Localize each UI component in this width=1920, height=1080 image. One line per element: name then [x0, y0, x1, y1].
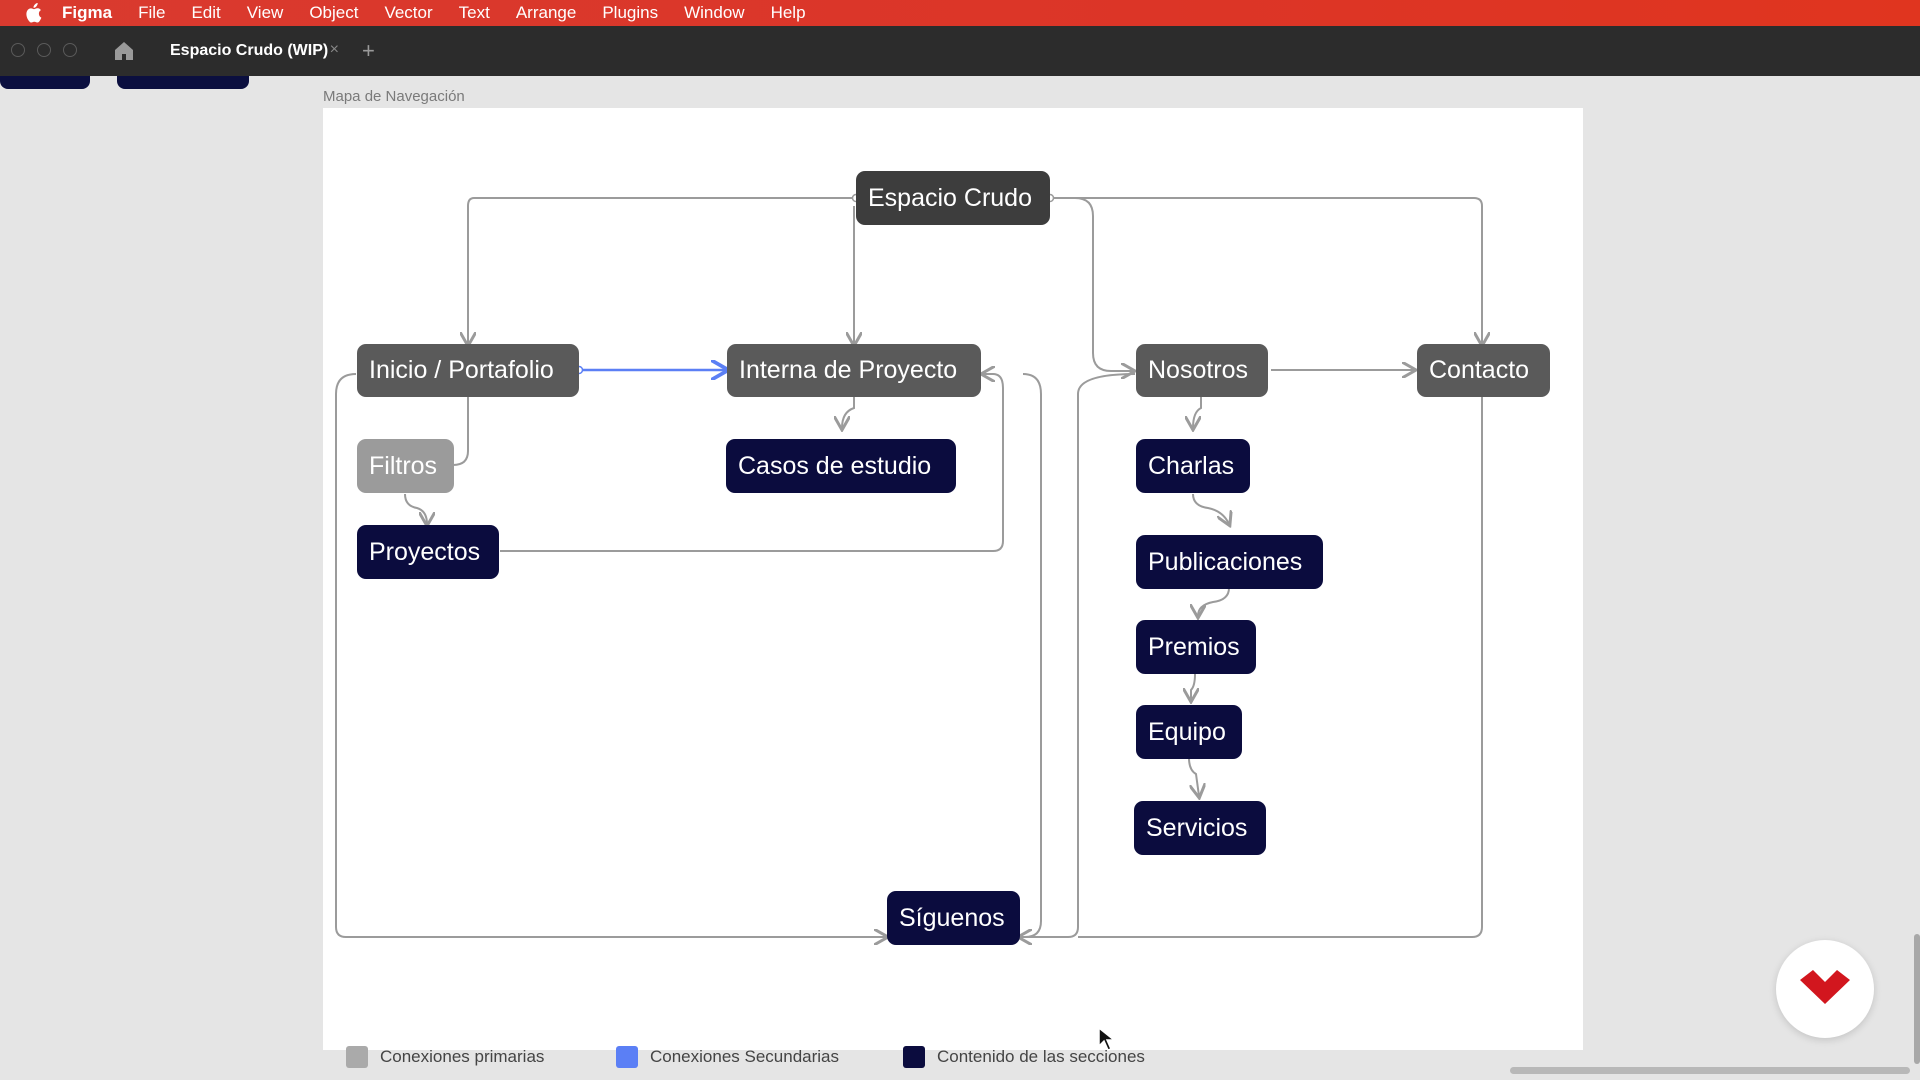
connector-charlas-publicaciones — [1192, 493, 1229, 524]
window-close-button[interactable] — [11, 43, 25, 57]
connector-contacto-siguenos — [1078, 396, 1483, 938]
new-tab-button[interactable]: + — [362, 38, 375, 63]
connector-root-contacto — [1050, 197, 1482, 344]
node-filtros[interactable]: Filtros — [357, 439, 454, 493]
connector-filtros-proyectos — [404, 493, 427, 524]
legend-swatch-content — [903, 1046, 925, 1068]
node-siguenos[interactable]: Síguenos — [887, 891, 1020, 945]
legend-swatch-primary — [346, 1046, 368, 1068]
offscreen-node-fragment — [117, 76, 249, 89]
frame-label[interactable]: Mapa de Navegación — [323, 88, 465, 105]
legend-item-primary: Conexiones primarias — [346, 1046, 544, 1068]
menu-file[interactable]: File — [138, 3, 166, 22]
node-espacio-crudo[interactable]: Espacio Crudo — [856, 171, 1050, 225]
node-charlas[interactable]: Charlas — [1136, 439, 1250, 493]
legend-item-secondary: Conexiones Secundarias — [616, 1046, 839, 1068]
tab-espacio-crudo[interactable]: Espacio Crudo (WIP) × — [152, 26, 347, 76]
menu-edit[interactable]: Edit — [191, 3, 221, 22]
node-publicaciones[interactable]: Publicaciones — [1136, 535, 1323, 589]
node-contacto[interactable]: Contacto — [1417, 344, 1550, 397]
tab-close-icon[interactable]: × — [329, 41, 339, 58]
window-zoom-button[interactable] — [63, 43, 77, 57]
apple-icon[interactable] — [22, 2, 44, 24]
legend-swatch-secondary — [616, 1046, 638, 1068]
connector-publicaciones-premios — [1198, 587, 1230, 616]
node-casos-de-estudio[interactable]: Casos de estudio — [726, 439, 956, 493]
node-premios[interactable]: Premios — [1136, 620, 1256, 674]
menu-app-figma[interactable]: Figma — [62, 3, 113, 22]
connector-interna-siguenos — [1018, 373, 1042, 938]
connector-premios-equipo — [1191, 673, 1195, 700]
legend-label-primary: Conexiones primarias — [380, 1047, 545, 1066]
menu-window[interactable]: Window — [684, 3, 745, 22]
window-minimize-button[interactable] — [37, 43, 51, 57]
node-equipo[interactable]: Equipo — [1136, 705, 1242, 759]
legend-label-secondary: Conexiones Secundarias — [650, 1047, 840, 1066]
connector-inicio-siguenos — [335, 373, 886, 937]
node-inicio-portafolio[interactable]: Inicio / Portafolio — [357, 344, 579, 397]
menu-text[interactable]: Text — [458, 3, 490, 22]
node-nosotros[interactable]: Nosotros — [1136, 344, 1268, 397]
node-interna-de-proyecto[interactable]: Interna de Proyecto — [727, 344, 981, 397]
connector-root-nosotros — [1050, 197, 1133, 371]
connector-proyectos-interna — [500, 374, 1004, 552]
menu-object[interactable]: Object — [309, 3, 359, 22]
canvas[interactable]: Mapa de Navegación — [0, 76, 1920, 1080]
brand-logo-icon — [1800, 970, 1850, 1004]
connector-nosotros-siguenos — [1020, 373, 1136, 937]
legend-item-content: Contenido de las secciones — [903, 1046, 1145, 1068]
vertical-scrollbar[interactable] — [1914, 934, 1920, 1064]
home-icon[interactable] — [112, 39, 136, 63]
mouse-cursor-icon — [1097, 1026, 1119, 1057]
menu-bar: Figma File Edit View Object Vector Text … — [0, 0, 1920, 26]
legend-label-content: Contenido de las secciones — [937, 1047, 1145, 1066]
navigation-map-frame[interactable]: Espacio Crudo Inicio / Portafolio Intern… — [323, 108, 1583, 1068]
brand-logo-badge — [1776, 940, 1874, 1038]
connector-root-inicio — [468, 197, 856, 344]
menu-view[interactable]: View — [246, 3, 284, 22]
node-servicios[interactable]: Servicios — [1134, 801, 1266, 855]
menu-vector[interactable]: Vector — [384, 3, 433, 22]
node-proyectos[interactable]: Proyectos — [357, 525, 499, 579]
tab-bar: Espacio Crudo (WIP) × + — [0, 26, 1920, 76]
menu-help[interactable]: Help — [770, 3, 806, 22]
connector-nosotros-charlas — [1193, 396, 1202, 428]
horizontal-scrollbar[interactable] — [1510, 1067, 1910, 1074]
menu-plugins[interactable]: Plugins — [602, 3, 659, 22]
offscreen-node-fragment — [0, 76, 90, 89]
menu-arrange[interactable]: Arrange — [515, 3, 577, 22]
tab-label: Espacio Crudo (WIP) — [170, 42, 329, 59]
connector-interna-casos — [842, 396, 855, 428]
connector-equipo-servicios — [1188, 757, 1199, 796]
